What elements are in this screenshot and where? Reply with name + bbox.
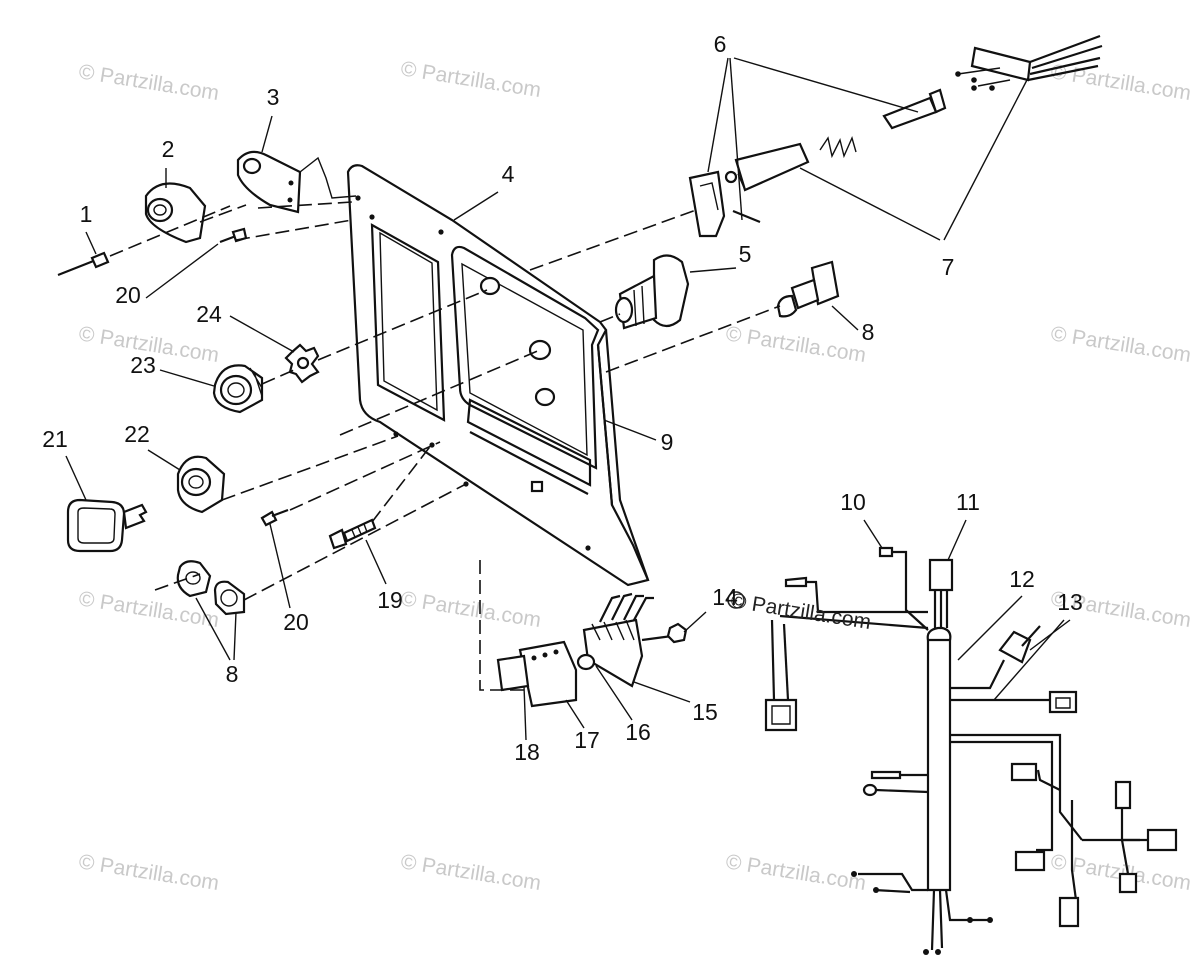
watermark-text: © Partzilla.com — [77, 60, 220, 105]
watermark-text: © Partzilla.com — [1049, 322, 1192, 367]
callout-18: 18 — [514, 739, 540, 765]
screw-part-1 — [57, 251, 110, 277]
watermark-dark: © Partzilla.com — [727, 589, 873, 634]
callout-21: 21 — [42, 426, 68, 452]
screw-part-20-upper — [219, 227, 248, 244]
callout-15: 15 — [692, 699, 718, 725]
callout-19: 19 — [377, 587, 403, 613]
watermark-text: © Partzilla.com — [399, 57, 542, 102]
rheostat-part-5 — [614, 254, 690, 330]
watermark-text: © Partzilla.com — [399, 850, 542, 895]
callout-8b: 8 — [226, 661, 239, 687]
strip-part-18 — [496, 654, 530, 692]
plunger — [882, 88, 947, 130]
nut-part-14 — [666, 622, 688, 644]
callout-13: 13 — [1057, 589, 1083, 615]
toggle-switch-part-8 — [776, 260, 840, 318]
callout-7: 7 — [942, 254, 955, 280]
callout-9: 9 — [661, 429, 674, 455]
assembly-axis-lines-left — [109, 201, 541, 691]
clip-part-6 — [688, 170, 761, 238]
callout-17: 17 — [574, 727, 600, 753]
callout-4: 4 — [502, 161, 515, 187]
terminal-block-part-15 — [582, 592, 673, 688]
wire-leader — [299, 156, 357, 199]
callout-16: 16 — [625, 719, 651, 745]
callout-24: 24 — [196, 301, 222, 327]
nut-part-22 — [176, 455, 226, 514]
lamp-socket-part-2 — [144, 182, 207, 244]
spacer-part-16 — [576, 653, 596, 671]
bracket-part-3 — [236, 150, 302, 214]
watermark-text: © Partzilla.com — [724, 322, 867, 367]
callout-20b: 20 — [283, 609, 309, 635]
callout-10: 10 — [840, 489, 866, 515]
callout-20a: 20 — [115, 282, 141, 308]
key-part-21 — [66, 498, 148, 553]
wiring-harness — [764, 546, 1178, 955]
leader-lines — [65, 57, 1071, 741]
callout-12: 12 — [1009, 566, 1035, 592]
watermark-text: © Partzilla.com — [399, 587, 542, 632]
callout-1: 1 — [80, 201, 93, 227]
dash-panel — [346, 164, 650, 587]
plug-connector — [955, 34, 1103, 91]
bolt-part-19 — [328, 518, 377, 550]
watermark-text: © Partzilla.com — [77, 850, 220, 895]
callout-14: 14 — [712, 584, 738, 610]
nut-part-23 — [212, 364, 264, 414]
terminal-strip-part-17 — [518, 640, 578, 708]
assembly-axis-lines-right — [529, 209, 781, 373]
callout-11: 11 — [956, 489, 980, 515]
callout-22: 22 — [124, 421, 150, 447]
callout-6: 6 — [714, 31, 727, 57]
lock-washer-part-24 — [284, 343, 320, 384]
callout-23: 23 — [130, 352, 156, 378]
watermark-dark-text: © Partzilla.com — [729, 589, 872, 634]
spring — [819, 135, 857, 159]
callout-8a: 8 — [862, 319, 875, 345]
watermark-text: © Partzilla.com — [724, 850, 867, 895]
switch-body — [724, 142, 810, 192]
screw-part-20-lower — [260, 508, 289, 527]
callout-3: 3 — [267, 84, 280, 110]
callout-2: 2 — [162, 136, 175, 162]
callout-5: 5 — [739, 241, 752, 267]
watermark-text: © Partzilla.com — [1049, 60, 1192, 105]
